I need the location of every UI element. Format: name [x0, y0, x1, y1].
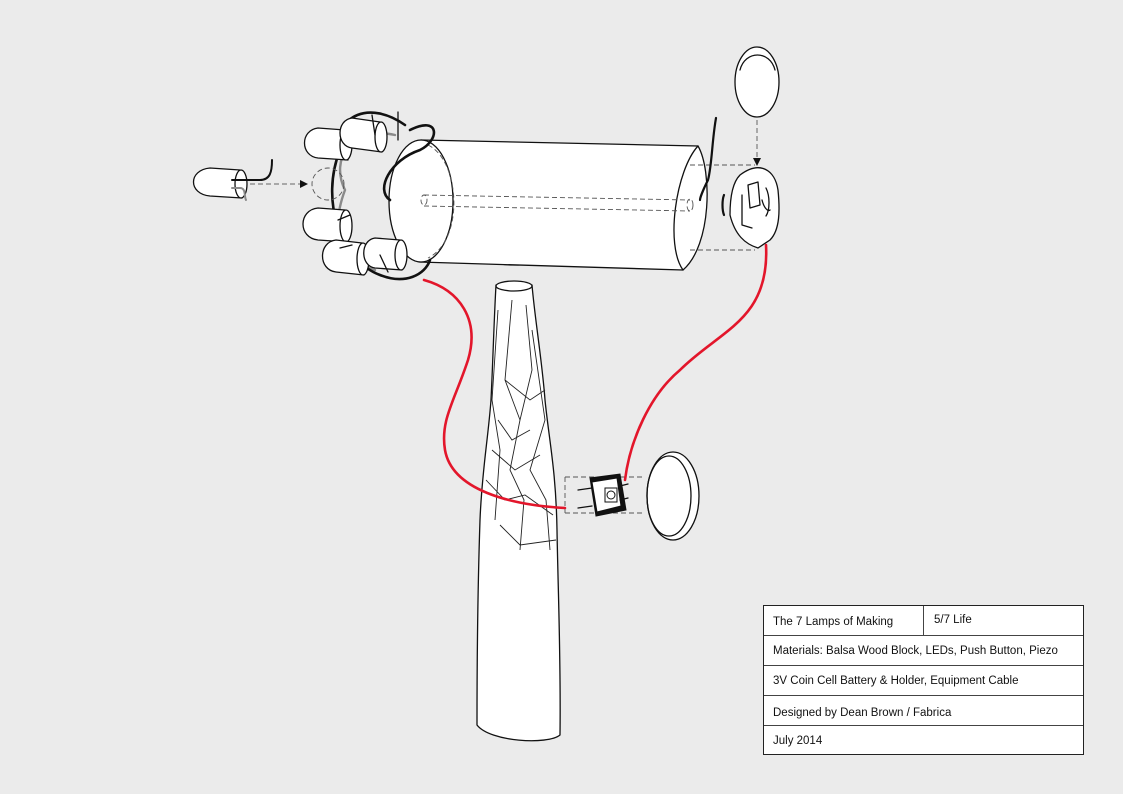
loose-led — [193, 159, 345, 201]
coin-cell-battery — [734, 46, 780, 166]
led — [322, 239, 370, 276]
date-text: July 2014 — [773, 735, 823, 747]
led — [363, 237, 408, 271]
arrow-icon — [753, 158, 761, 166]
title-divider — [923, 606, 924, 635]
bottle — [476, 228, 561, 742]
project-title: The 7 Lamps of Making — [773, 616, 894, 628]
led — [339, 117, 388, 153]
battery-holder — [690, 116, 780, 251]
title-row: The 7 Lamps of Making 5/7 Life — [764, 606, 1083, 636]
date-row: July 2014 — [764, 726, 1083, 755]
designer-row: Designed by Dean Brown / Fabrica — [764, 696, 1083, 726]
push-button — [564, 473, 645, 517]
title-block: The 7 Lamps of Making 5/7 Life Materials… — [763, 605, 1084, 755]
led-ring — [302, 111, 436, 281]
materials-row-2: 3V Coin Cell Battery & Holder, Equipment… — [764, 666, 1083, 696]
bottle-facets — [485, 299, 557, 551]
led — [302, 207, 353, 243]
balsa-wood-cylinder — [388, 139, 708, 271]
equipment-cable — [422, 243, 768, 510]
piezo-disc — [646, 451, 700, 541]
designer-text: Designed by Dean Brown / Fabrica — [773, 707, 952, 719]
materials-text: Materials: Balsa Wood Block, LEDs, Push … — [773, 645, 1058, 657]
part-number: 5/7 Life — [934, 614, 972, 626]
materials-row: Materials: Balsa Wood Block, LEDs, Push … — [764, 636, 1083, 666]
arrow-icon — [300, 180, 308, 188]
materials-text-2: 3V Coin Cell Battery & Holder, Equipment… — [773, 675, 1019, 687]
